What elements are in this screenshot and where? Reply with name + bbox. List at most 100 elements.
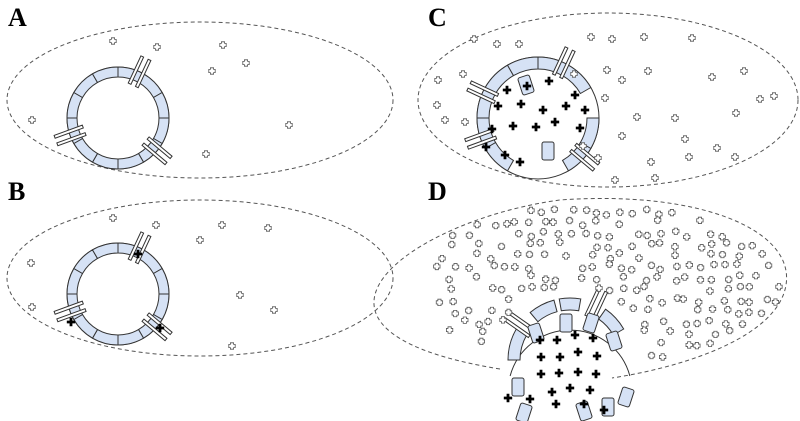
hollow-plus-icon (647, 261, 656, 269)
hollow-plus-icon (604, 244, 612, 252)
solid-plus-icon (481, 142, 491, 152)
hollow-plus-icon (570, 70, 578, 78)
ring-segment (558, 297, 582, 312)
solid-plus-icon (493, 101, 503, 111)
pore-bar (56, 132, 87, 147)
solid-plus-icon (550, 117, 560, 127)
hollow-plus-icon (681, 135, 689, 143)
solid-plus-icon (508, 121, 518, 131)
hollow-plus-icon (763, 295, 771, 304)
hollow-plus-icon (492, 221, 500, 230)
hollow-plus-icon (708, 305, 717, 313)
hollow-plus-icon (694, 306, 702, 314)
solid-plus-icon (547, 387, 557, 397)
hollow-plus-icon (666, 327, 674, 335)
hollow-plus-icon (208, 67, 216, 75)
panel-label-a: A (8, 3, 27, 32)
hollow-plus-icon (499, 316, 507, 324)
hollow-plus-icon (152, 221, 160, 229)
hollow-plus-icon (445, 326, 454, 334)
hollow-plus-icon (722, 320, 730, 328)
hollow-plus-icon (752, 272, 760, 280)
solid-plus-icon (575, 123, 585, 133)
hollow-plus-icon (594, 154, 602, 162)
hollow-plus-icon (433, 262, 441, 271)
solid-plus-icon (525, 394, 535, 404)
hollow-plus-icon (445, 275, 453, 284)
panel-label-d: D (428, 177, 447, 206)
ring-segment (529, 299, 558, 323)
hollow-plus-icon (629, 304, 637, 312)
hollow-plus-icon (735, 310, 743, 318)
hollow-plus-icon (659, 353, 667, 361)
hollow-plus-icon (567, 230, 576, 238)
ring-segment (152, 91, 170, 119)
hollow-plus-icon (270, 306, 278, 314)
panel-label-c: C (428, 3, 447, 32)
hollow-plus-icon (685, 261, 693, 269)
hollow-plus-icon (473, 221, 481, 229)
hollow-plus-icon (27, 259, 35, 267)
hollow-plus-icon (473, 249, 481, 257)
ring-segment (73, 313, 99, 339)
hollow-plus-icon (606, 286, 614, 295)
hollow-plus-icon (713, 144, 721, 152)
hollow-plus-icon (528, 283, 536, 291)
panel-c: C (417, 3, 799, 188)
hollow-plus-icon (550, 205, 559, 213)
hollow-plus-icon (579, 142, 587, 150)
hollow-plus-icon (28, 116, 36, 124)
hollow-plus-icon (640, 326, 648, 334)
hollow-plus-icon (470, 35, 478, 43)
solid-plus-icon (592, 351, 602, 361)
hollow-plus-icon (603, 66, 611, 74)
hollow-plus-icon (671, 243, 679, 251)
hollow-plus-icon (434, 76, 442, 84)
hollow-plus-icon (540, 250, 549, 258)
hollow-plus-icon (606, 255, 614, 263)
hollow-plus-icon (489, 284, 497, 292)
hollow-plus-icon (542, 218, 550, 226)
solid-plus-icon (536, 369, 546, 379)
hollow-plus-icon (736, 282, 745, 291)
cell-membrane-c (417, 12, 799, 188)
hollow-plus-icon (556, 238, 564, 246)
cell-membrane-d (373, 197, 788, 379)
hollow-plus-icon (527, 206, 535, 215)
hollow-plus-icon (562, 252, 570, 260)
hollow-plus-icon (498, 286, 506, 294)
hollow-plus-icon (618, 76, 626, 84)
hollow-plus-icon (554, 230, 562, 238)
hollow-plus-icon (592, 217, 600, 225)
hollow-plus-icon (651, 174, 659, 182)
hollow-plus-icon (643, 205, 651, 214)
hollow-plus-icon (643, 231, 651, 240)
solid-plus-icon (503, 393, 513, 403)
hollow-plus-icon (745, 283, 753, 291)
hollow-plus-icon (726, 326, 734, 335)
hollow-plus-icon (504, 295, 513, 303)
hollow-plus-icon (605, 233, 613, 241)
vesicle-ring-a (66, 66, 170, 170)
hollow-plus-icon (451, 263, 460, 271)
ions-d (433, 205, 783, 415)
solid-plus-icon (570, 90, 580, 100)
hollow-plus-icon (707, 230, 715, 238)
solid-plus-icon (573, 367, 583, 377)
hollow-plus-icon (526, 239, 534, 247)
hollow-plus-icon (720, 297, 728, 305)
hollow-plus-icon (202, 150, 210, 158)
hollow-plus-icon (658, 299, 666, 307)
hollow-plus-icon (441, 116, 449, 124)
hollow-plus-icon (570, 206, 578, 214)
solid-plus-icon (487, 124, 497, 134)
hollow-plus-icon (693, 319, 701, 328)
hollow-plus-icon (628, 210, 636, 218)
hollow-plus-icon (722, 239, 731, 247)
hollow-plus-icon (525, 265, 533, 273)
hollow-plus-icon (707, 276, 715, 284)
hollow-plus-icon (657, 230, 665, 238)
hollow-plus-icon (685, 341, 693, 349)
ring-segment (152, 267, 170, 295)
